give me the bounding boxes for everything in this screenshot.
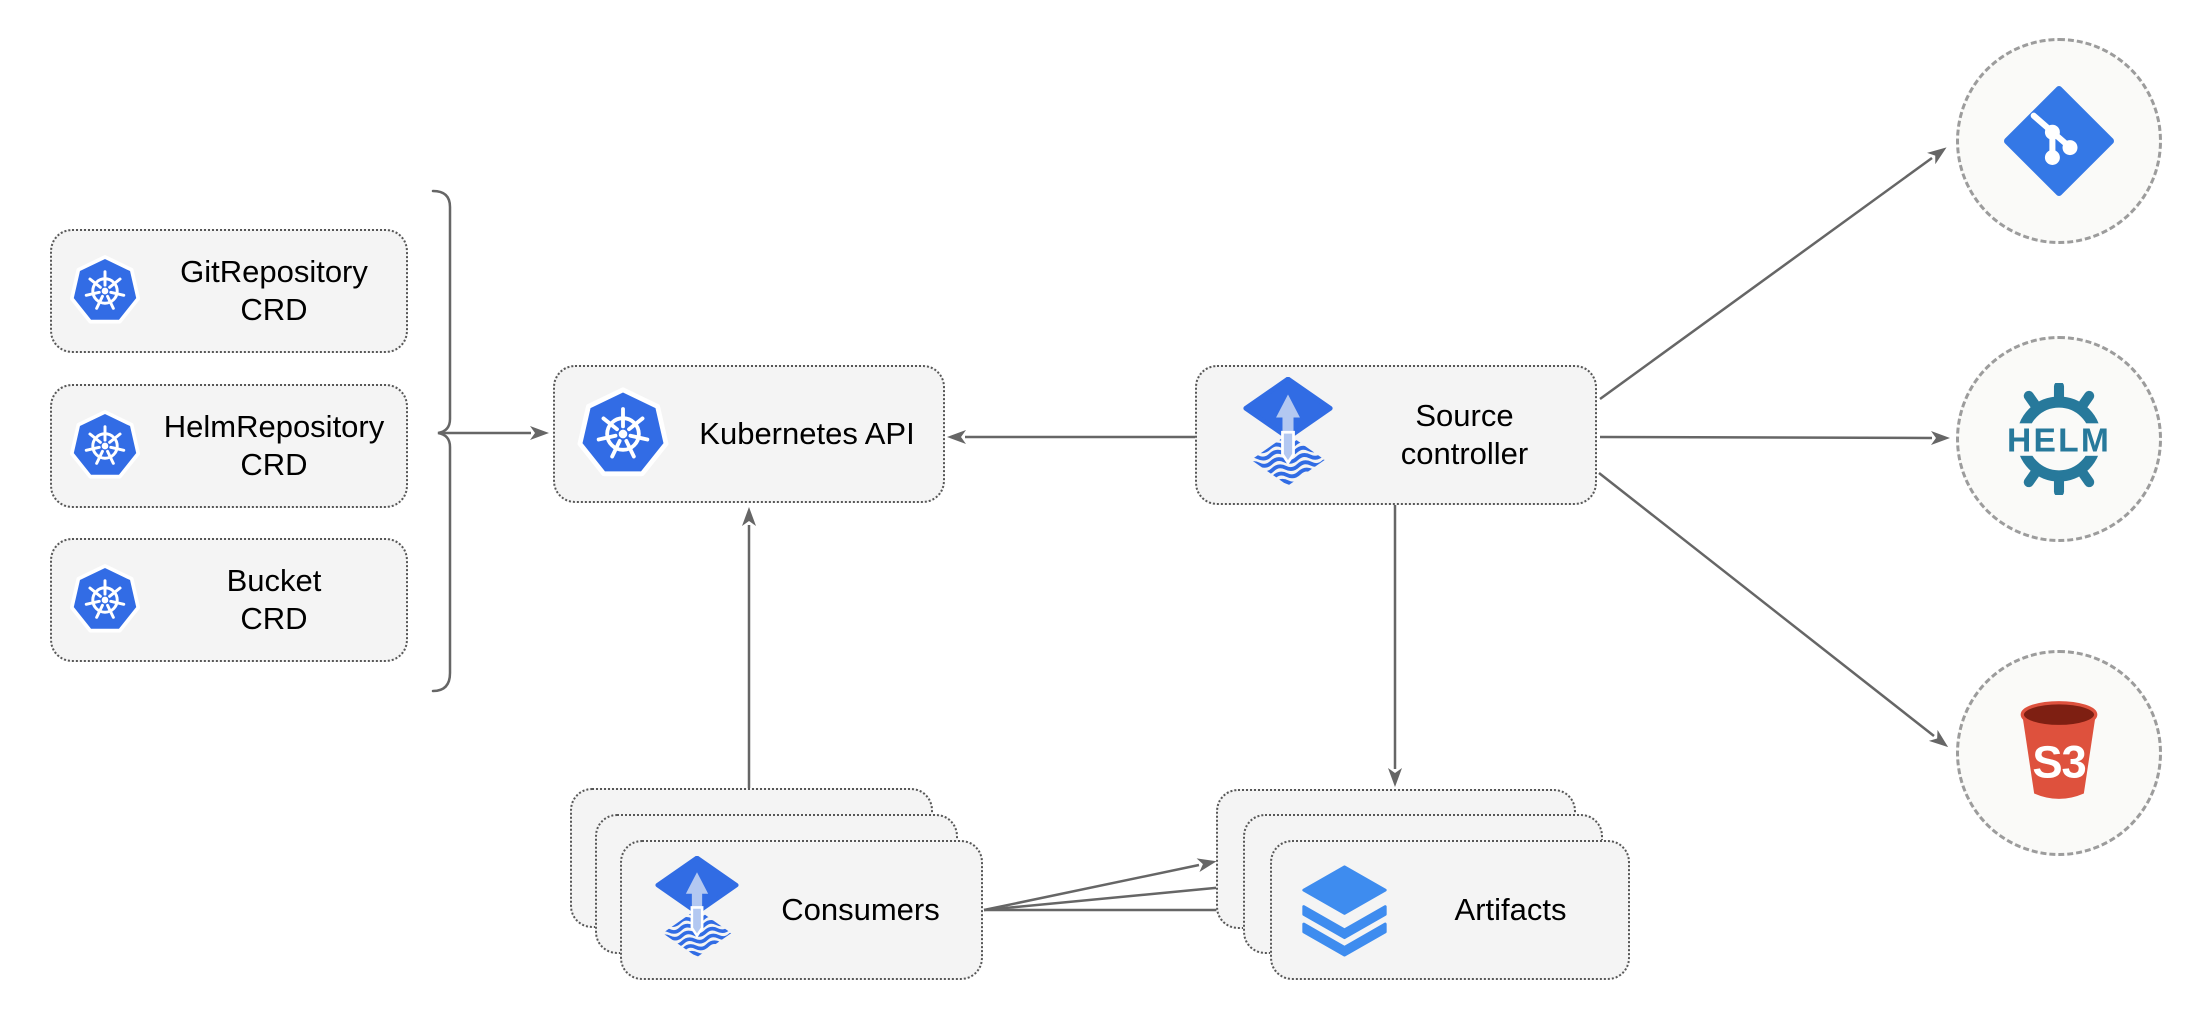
s3-icon-text: S3 (2032, 736, 2085, 787)
helm-endpoint-circle: HELM (1956, 336, 2162, 542)
node-label: GitRepository CRD (180, 254, 368, 327)
node-helmrepository-crd: HelmRepository CRD (50, 384, 408, 508)
s3-bucket-icon: S3 (2020, 700, 2098, 799)
arrow-source-controller-to-s3 (1598, 472, 1949, 748)
arrow-consumers-to-artifacts-middle (983, 880, 1243, 912)
arrow-source-controller-to-git (1599, 147, 1947, 401)
node-artifacts: Artifacts (1270, 840, 1630, 980)
s3-endpoint-circle: S3 (1956, 650, 2162, 856)
kubernetes-icon (68, 409, 142, 483)
node-bucket-crd: Bucket CRD (50, 538, 408, 662)
helm-icon: HELM (2007, 383, 2111, 495)
helm-icon-text: HELM (2007, 422, 2111, 459)
node-kubernetes-api: Kubernetes API (553, 365, 945, 503)
node-label: Source controller (1400, 398, 1529, 471)
kubernetes-icon (68, 563, 142, 637)
node-gitrepository-crd: GitRepository CRD (50, 229, 408, 353)
arrow-consumers-to-artifacts-back (983, 858, 1217, 912)
layers-icon (1296, 863, 1393, 958)
flux-icon (654, 856, 740, 964)
node-consumers: Consumers (620, 840, 983, 980)
kubernetes-icon (575, 386, 671, 482)
git-icon (2004, 86, 2114, 196)
flux-icon (1242, 377, 1334, 493)
node-label: Artifacts (1454, 892, 1567, 927)
arrow-source-controller-to-helm (1599, 430, 1950, 445)
node-label: Kubernetes API (699, 416, 915, 451)
node-source-controller: Source controller (1195, 365, 1597, 505)
crd-group-brace (431, 189, 452, 693)
node-label: HelmRepository CRD (163, 409, 385, 482)
git-endpoint-circle (1956, 38, 2162, 244)
node-label: Bucket CRD (226, 563, 322, 636)
node-label: Consumers (781, 892, 940, 927)
kubernetes-icon (68, 254, 142, 328)
